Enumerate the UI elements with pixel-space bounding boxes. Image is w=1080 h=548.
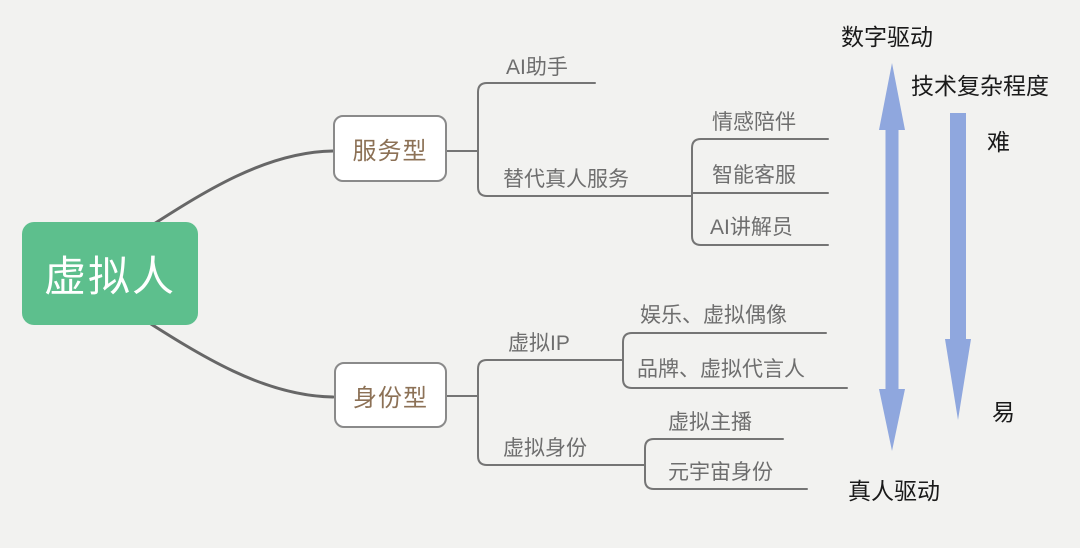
topic-virtual-ip[interactable]: 虚拟IP (508, 332, 570, 355)
connector-service-spine (446, 82, 693, 197)
topic-emotional-companionship[interactable]: 情感陪伴 (712, 111, 796, 134)
branch-identity-label: 身份型 (353, 384, 428, 412)
topic-entertainment-virtual-idol[interactable]: 娱乐、虚拟偶像 (640, 304, 787, 327)
double-arrow-drive-axis (879, 63, 905, 451)
connector-replace-children (691, 138, 829, 246)
connector-identity-spine (446, 359, 646, 466)
axis-label-technical-complexity: 技术复杂程度 (911, 73, 1049, 99)
root-node-label: 虚拟人 (43, 253, 176, 300)
connector-vip-children (622, 332, 848, 389)
topic-virtual-identity[interactable]: 虚拟身份 (503, 437, 587, 460)
root-node-virtual-human[interactable]: 虚拟人 (22, 222, 198, 325)
axis-label-easy: 易 (992, 399, 1015, 425)
axis-label-hard: 难 (987, 129, 1010, 155)
branch-service-label: 服务型 (352, 138, 428, 165)
connector-videntity-children (644, 438, 808, 490)
topic-replace-human-service[interactable]: 替代真人服务 (503, 168, 629, 191)
topic-metaverse-identity[interactable]: 元宇宙身份 (668, 461, 773, 484)
topic-brand-virtual-spokesperson[interactable]: 品牌、虚拟代言人 (637, 358, 805, 381)
axis-label-digital-driven: 数字驱动 (841, 24, 933, 50)
topic-ai-presenter[interactable]: AI讲解员 (710, 216, 793, 239)
topic-smart-customer-service[interactable]: 智能客服 (712, 164, 796, 187)
axis-label-human-driven: 真人驱动 (848, 478, 940, 504)
branch-node-identity-type[interactable]: 身份型 (334, 362, 447, 428)
topic-ai-assistant[interactable]: AI助手 (506, 56, 568, 79)
topic-virtual-anchor[interactable]: 虚拟主播 (668, 411, 752, 434)
down-arrow-complexity (945, 113, 971, 420)
branch-node-service-type[interactable]: 服务型 (333, 115, 447, 182)
